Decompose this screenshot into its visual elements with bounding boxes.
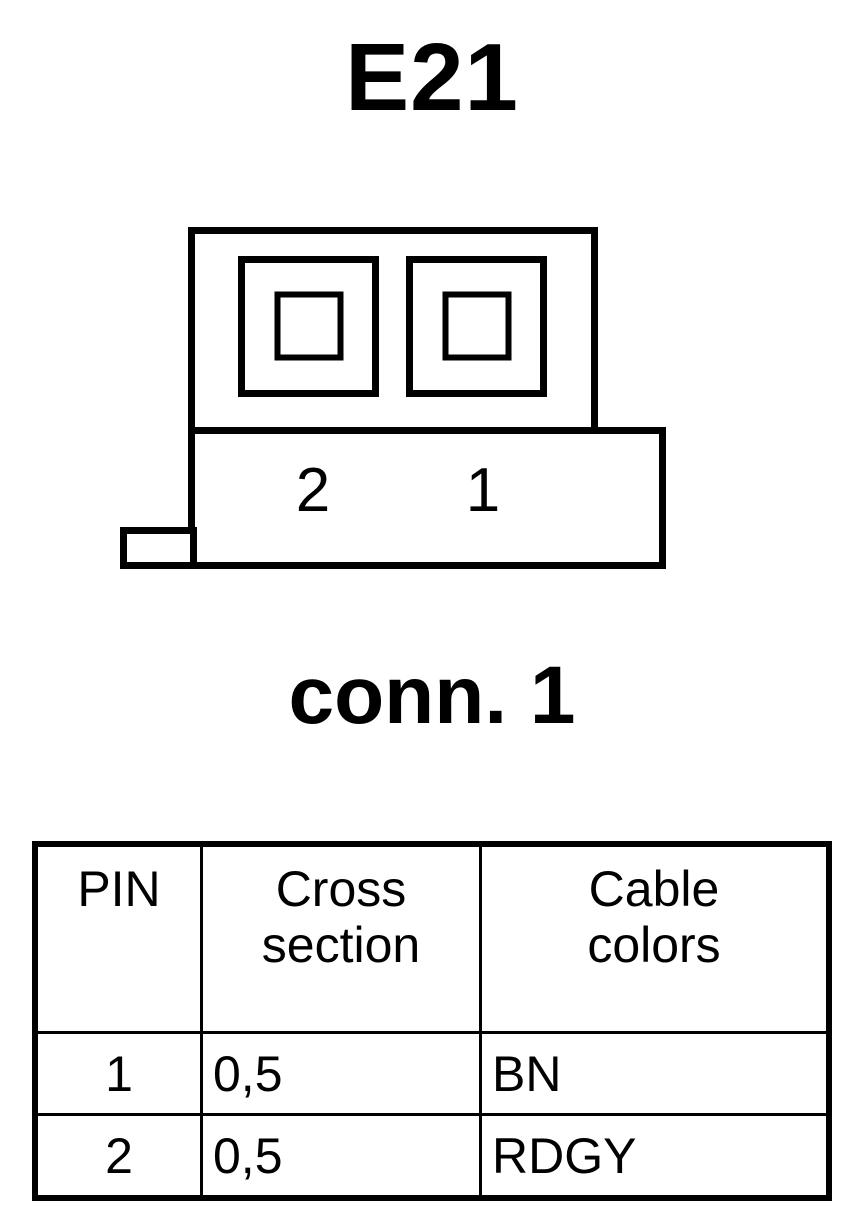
pin-cavity-1-inner	[442, 291, 512, 361]
pin-number-label-2: 2	[295, 456, 331, 525]
header-cable-colors-line2: colors	[587, 917, 721, 973]
header-cable-colors: Cable colors	[479, 842, 831, 1034]
connector-upper-body	[188, 227, 598, 434]
connector-lower-body	[188, 427, 666, 569]
pin-cavity-1-outer	[406, 256, 547, 397]
pin-assignment-table: PIN Cross section Cable colors 1 0,5 BN …	[32, 841, 832, 1201]
cell-pin: 2	[33, 1113, 203, 1200]
connector-latch-tab	[120, 527, 197, 569]
header-cross-section-line1: Cross	[275, 861, 407, 917]
cell-cable-colors: RDGY	[479, 1113, 831, 1200]
header-cable-colors-line1: Cable	[588, 861, 720, 917]
table-header-row: PIN Cross section Cable colors	[33, 842, 831, 1034]
header-pin: PIN	[33, 842, 203, 1034]
table-row: 1 0,5 BN	[33, 1031, 831, 1116]
header-cross-section: Cross section	[200, 842, 482, 1034]
table-row: 2 0,5 RDGY	[33, 1113, 831, 1200]
cell-pin: 1	[33, 1031, 203, 1116]
cell-cross-section: 0,5	[200, 1031, 482, 1116]
header-cross-section-line2: section	[261, 917, 421, 973]
cell-cross-section: 0,5	[200, 1113, 482, 1200]
pin-number-label-1: 1	[465, 456, 501, 525]
pin-cavity-2-inner	[274, 291, 344, 361]
connector-caption: conn. 1	[288, 650, 576, 741]
pin-cavity-2-outer	[238, 256, 379, 397]
page-title: E21	[345, 24, 519, 131]
cell-cable-colors: BN	[479, 1031, 831, 1116]
